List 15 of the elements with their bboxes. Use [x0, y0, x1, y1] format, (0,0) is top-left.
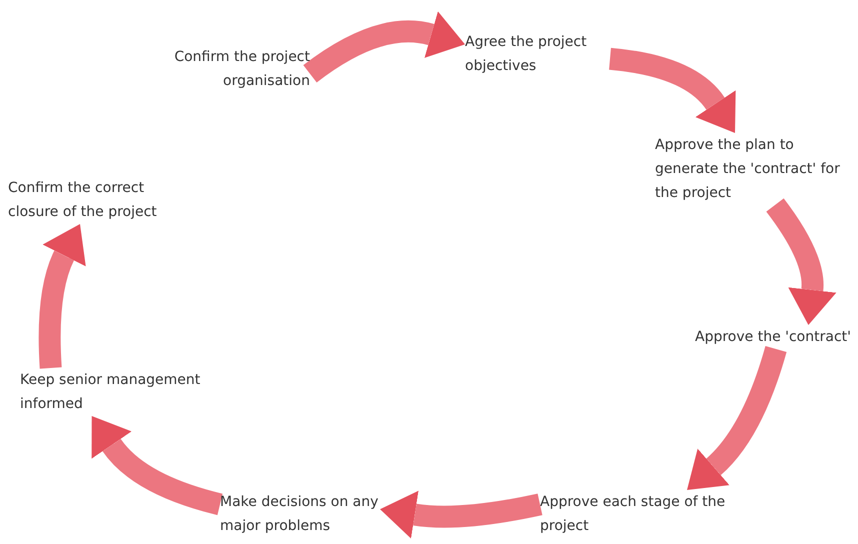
step-label: Confirm the project organisation — [173, 48, 310, 91]
step-label: Approve the plan to generate the 'contract' for the project — [655, 136, 841, 203]
step-label: Keep senior management informed — [20, 371, 202, 414]
block-arrow — [90, 416, 223, 516]
step-label: Approve each stage of the project — [540, 493, 726, 536]
block-arrow — [38, 223, 86, 369]
block-arrow — [380, 490, 542, 539]
step-label: Confirm the correct closure of the project — [8, 179, 158, 222]
step-label: Agree the project objectives — [465, 33, 588, 76]
block-arrow — [608, 48, 737, 132]
step-label: Make decisions on any major problems — [220, 493, 380, 536]
block-arrow — [303, 11, 466, 83]
block-arrow — [688, 346, 787, 491]
block-arrow — [766, 198, 836, 326]
step-label: Approve the 'contract' — [695, 328, 852, 347]
